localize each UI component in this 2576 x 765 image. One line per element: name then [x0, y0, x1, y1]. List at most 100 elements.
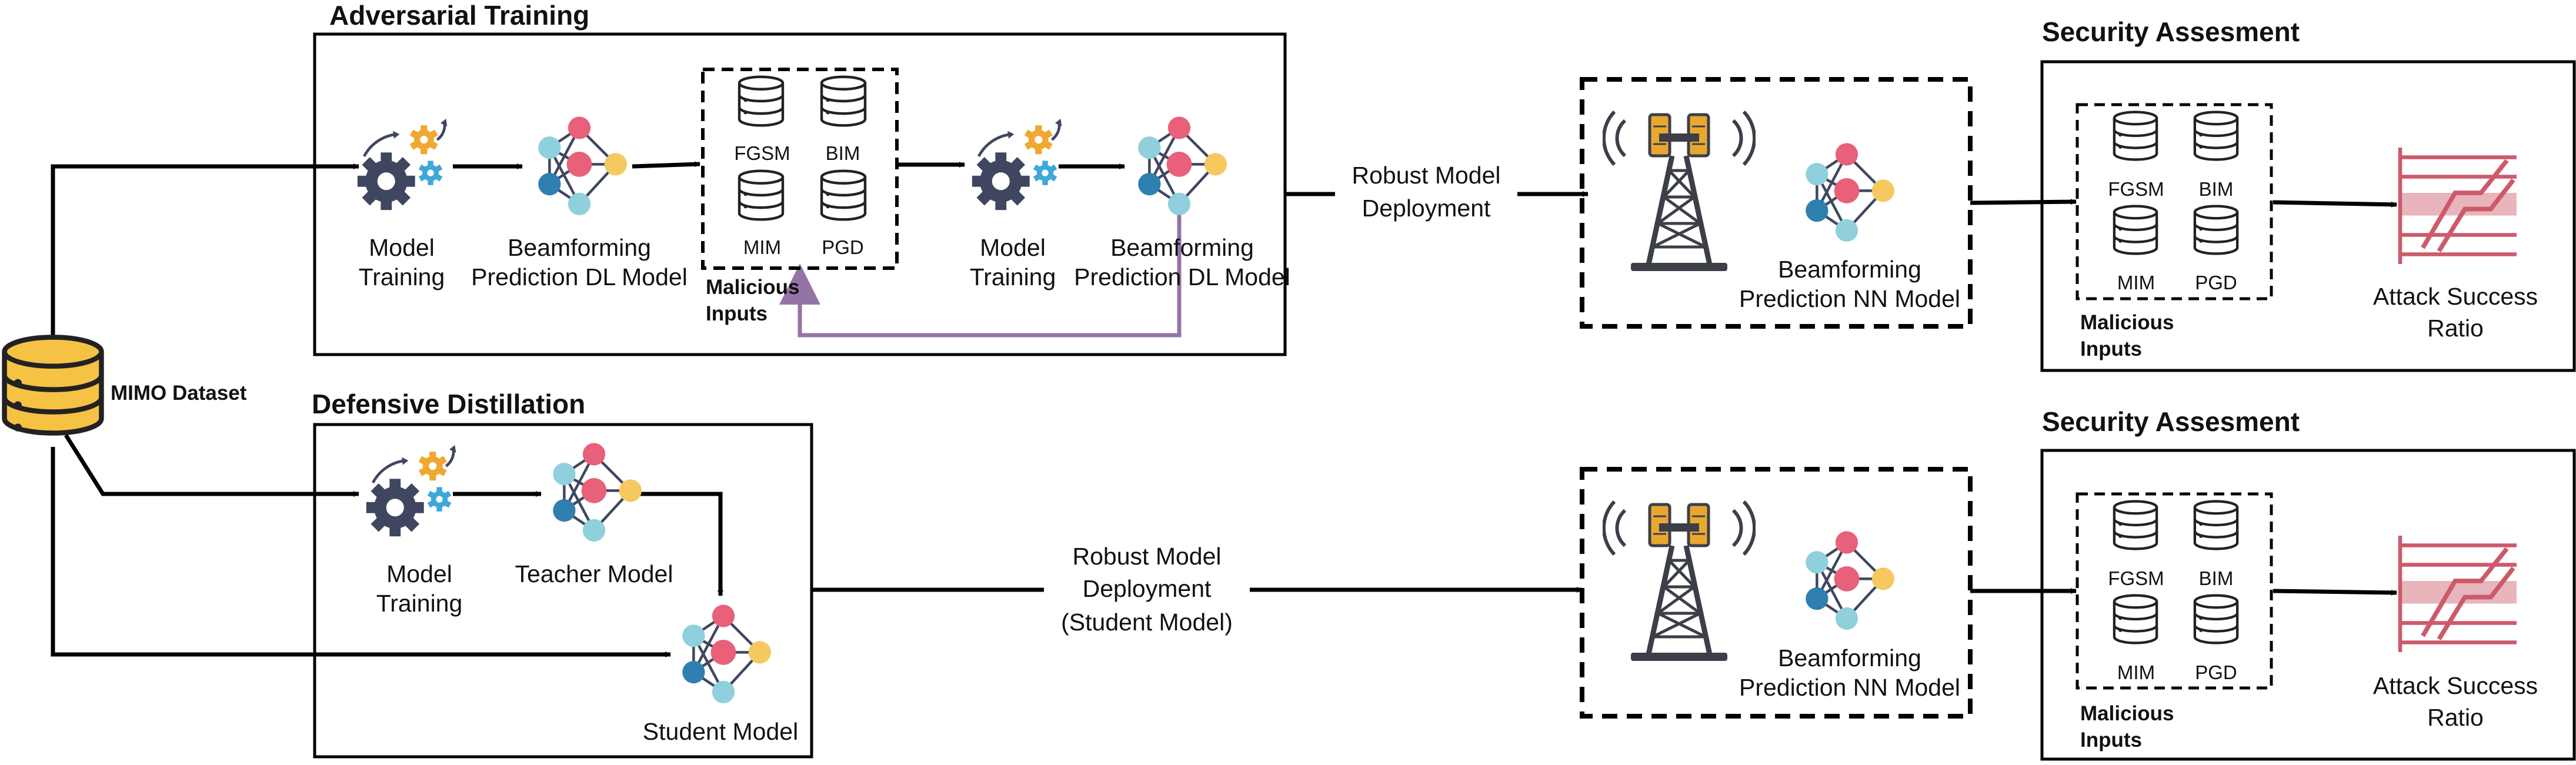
security-frame: [2040, 60, 2576, 372]
arrow-teacher-to-student: [638, 492, 723, 596]
attack-chart-icon: [2400, 536, 2517, 652]
attack-success-label: Ratio: [2427, 704, 2484, 731]
student-model-label: Student Model: [643, 718, 798, 745]
database-icon: [739, 171, 783, 220]
deployment-top-label: Deployment: [1362, 195, 1491, 222]
attack-chart-icon: [2400, 148, 2517, 264]
malicious-inputs-box: [2076, 492, 2273, 690]
deployment-tower-bottom: Beamforming Prediction NN Model: [1580, 467, 1973, 719]
attack-pgd: PGD: [822, 236, 864, 258]
database-icon: [2195, 112, 2237, 160]
adversarial-frame: [313, 32, 1287, 356]
tower-frame: [1580, 77, 1973, 329]
prediction-model-label: Beamforming: [508, 234, 651, 261]
gear-icon: [366, 445, 456, 536]
malicious-inputs-label: Malicious: [2080, 702, 2174, 725]
malicious-inputs-label: Inputs: [706, 302, 768, 325]
tower-model-label: Beamforming: [1778, 256, 1921, 283]
arrow-feedback-loop: [779, 203, 1182, 338]
malicious-inputs-box: [701, 68, 899, 270]
arrow-malicious-bottom-to-ratio: [2273, 589, 2397, 596]
database-icon: [2114, 502, 2157, 549]
arrow-tower-top-to-security: [1970, 199, 2077, 205]
attack-bim: BIM: [2199, 567, 2234, 589]
arrow-malicious-top-to-ratio: [2273, 200, 2397, 208]
cell-tower-icon: [1604, 502, 1754, 661]
model-training-label: Training: [359, 263, 445, 290]
model-training-label: Training: [376, 590, 463, 617]
mimo-dataset: MIMO Dataset: [5, 338, 247, 433]
attack-success-label: Ratio: [2427, 315, 2484, 342]
database-icon: [2114, 112, 2157, 160]
database-icon: [5, 338, 102, 433]
neural-network-icon: [1806, 143, 1894, 242]
tower-frame: [1580, 467, 1973, 719]
model-training-label: Model: [369, 234, 435, 261]
arrow-dataset-to-adversarial: [51, 163, 359, 359]
gear-icon: [358, 119, 447, 210]
database-icon: [2195, 206, 2237, 254]
attack-mim: MIM: [2117, 662, 2155, 683]
security-assessment-top: Security Assesment FGSM BIM MIM PGD Mali…: [2040, 16, 2576, 372]
attack-bim: BIM: [826, 142, 860, 164]
tower-model-label: Beamforming: [1778, 644, 1921, 672]
malicious-inputs-label: Inputs: [2080, 729, 2142, 751]
malicious-inputs-label: Inputs: [2080, 338, 2142, 360]
malicious-inputs-label: Malicious: [706, 276, 799, 299]
attack-mim: MIM: [743, 236, 781, 258]
attack-bim: BIM: [2199, 178, 2234, 200]
tower-model-label: Prediction NN Model: [1739, 674, 1960, 701]
attack-success-label: Attack Success: [2373, 672, 2538, 699]
attack-fgsm: FGSM: [2108, 567, 2164, 589]
arrow-dataset-to-distillation: [64, 434, 359, 497]
security-frame: [2040, 449, 2576, 761]
teacher-model-label: Teacher Model: [515, 560, 673, 587]
model-training-label: Model: [386, 560, 452, 587]
neural-network-icon: [538, 116, 627, 215]
database-icon: [2114, 596, 2157, 643]
malicious-inputs-box: [2076, 103, 2273, 300]
prediction-model-label: Prediction DL Model: [471, 263, 688, 290]
database-icon: [822, 171, 865, 220]
attack-pgd: PGD: [2195, 272, 2237, 293]
deployment-tower-top: Beamforming Prediction NN Model: [1580, 77, 1973, 329]
security-assessment-bottom: Security Assesment FGSM BIM MIM PGD Mali…: [2040, 406, 2576, 761]
prediction-model-label: Prediction DL Model: [1074, 263, 1290, 290]
attack-fgsm: FGSM: [734, 142, 790, 164]
database-icon: [739, 77, 783, 126]
distillation-frame: [313, 423, 813, 759]
cell-tower-icon: [1604, 112, 1754, 271]
tower-model-label: Prediction NN Model: [1739, 285, 1960, 312]
prediction-model-label: Beamforming: [1110, 234, 1254, 261]
database-icon: [2195, 596, 2237, 643]
malicious-inputs-label: Malicious: [2080, 311, 2174, 334]
deployment-bottom-label: (Student Model): [1061, 609, 1233, 636]
attack-fgsm: FGSM: [2108, 178, 2164, 200]
attack-pgd: PGD: [2195, 662, 2237, 683]
distillation-title: Defensive Distillation: [312, 389, 585, 419]
model-training-label: Training: [970, 263, 1056, 290]
neural-network-icon: [1138, 116, 1227, 215]
defensive-distillation-group: Defensive Distillation Model Training Te…: [312, 389, 813, 759]
neural-network-icon: [682, 604, 771, 703]
security-title: Security Assesment: [2042, 406, 2300, 437]
neural-network-icon: [1806, 531, 1894, 630]
deployment-bottom-label: Deployment: [1083, 575, 1212, 602]
attack-success-label: Attack Success: [2373, 283, 2538, 310]
database-icon: [822, 77, 865, 126]
dataset-label: MIMO Dataset: [111, 382, 247, 405]
database-icon: [2195, 502, 2237, 549]
arrow-dataset-to-student: [51, 447, 671, 657]
model-training-label: Model: [980, 234, 1046, 261]
neural-network-icon: [553, 443, 642, 542]
adversarial-title: Adversarial Training: [329, 0, 589, 31]
deployment-bottom-label: Robust Model: [1073, 543, 1222, 570]
security-title: Security Assesment: [2042, 16, 2300, 47]
deployment-top-label: Robust Model: [1352, 162, 1501, 189]
adversarial-training-group: Adversarial Training Model Training Beam…: [313, 0, 1290, 356]
database-icon: [2114, 206, 2157, 254]
attack-mim: MIM: [2117, 272, 2155, 293]
gear-icon: [972, 119, 1062, 210]
arrow-dl-to-malicious: [632, 161, 700, 169]
